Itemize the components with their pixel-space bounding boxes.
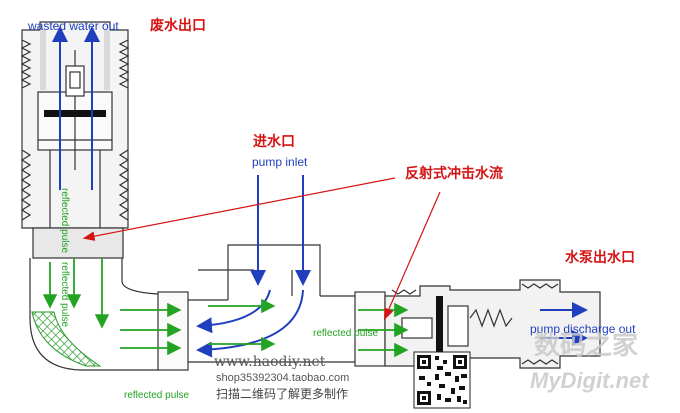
watermark-shop: shop35392304.taobao.com <box>216 372 349 384</box>
watermark-brand-en: MyDigit.net <box>530 368 650 393</box>
elbow-hatch-cross <box>32 312 100 366</box>
qr-code <box>413 351 471 409</box>
pulse-arrows <box>42 258 409 358</box>
label-water-inlet-cn: 进水口 <box>253 133 295 150</box>
watermark-brand-cn: 数码之家 <box>534 330 638 361</box>
label-wasted-water-out: wasted water out <box>27 19 119 33</box>
label-reflected-pulse-vertical-2: reflected pulse <box>59 262 70 327</box>
pointer-arrows <box>82 177 441 321</box>
drive-pipe-elbow <box>29 227 355 371</box>
waste-valve-assembly <box>20 21 130 229</box>
watermark-scan: 扫描二维码了解更多制作 <box>216 387 348 401</box>
flow-arrows <box>52 26 588 358</box>
label-reflected-pulse-horizontal: reflected pulse <box>313 328 378 339</box>
label-pump-inlet: pump inlet <box>252 155 308 169</box>
pump-inlet-tee <box>198 244 386 367</box>
label-reflected-impact-flow-cn: 反射式冲击水流 <box>405 165 503 182</box>
label-pump-outlet-cn: 水泵出水口 <box>565 249 635 266</box>
watermark-site: www.haodiy.net <box>214 354 326 370</box>
waste-valve-plate <box>44 110 106 117</box>
label-reflected-pulse-bottom: reflected pulse <box>124 390 189 401</box>
outlet-valve-plate <box>436 296 443 356</box>
label-pump-discharge-out: pump discharge out <box>530 322 636 336</box>
label-reflected-pulse-vertical: reflected pulse <box>59 188 70 253</box>
label-wasted-water-out-cn: 废水出口 <box>150 17 206 34</box>
